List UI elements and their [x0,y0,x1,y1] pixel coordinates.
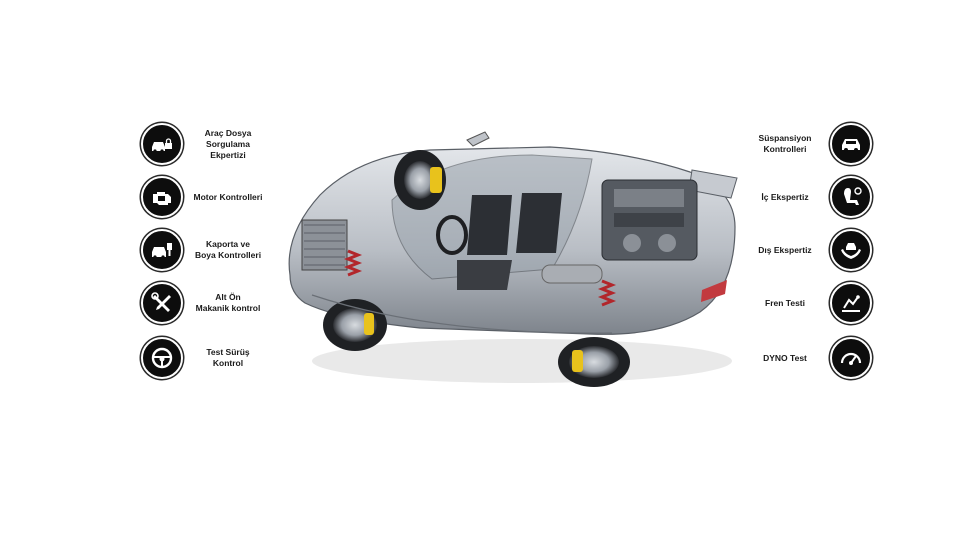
brake-test-icon [830,282,872,324]
engine-icon [141,176,183,218]
service-label: Motor Kontrolleri [193,191,263,202]
car-paint-icon [141,229,183,271]
service-label: İç Ekspertiz [761,191,809,202]
wrench-screwdriver-icon [141,282,183,324]
service-test-surus[interactable]: Test Sürüş Kontrol [141,337,265,379]
service-suspansiyon[interactable]: Süspansiyon Kontrolleri [748,123,872,165]
service-label: Araç Dosya Sorgulama Ekpertizi [204,127,252,160]
service-ic-ekspertiz[interactable]: İç Ekspertiz [748,176,872,218]
service-dyno-test[interactable]: DYNO Test [748,337,872,379]
hands-car-icon [830,229,872,271]
service-label: Test Sürüş Kontrol [206,347,250,368]
car-cutaway-illustration [288,131,738,387]
car-suspension-icon [830,123,872,165]
service-label: Fren Testi [765,297,805,308]
speedometer-icon [830,337,872,379]
service-label: Dış Ekspertiz [758,244,812,255]
service-kaporta[interactable]: Kaporta ve Boya Kontrolleri [141,229,265,271]
car-file-lock-icon [141,123,183,165]
service-alt-on[interactable]: Alt Ön Makanik kontrol [141,282,265,324]
service-motor[interactable]: Motor Kontrolleri [141,176,265,218]
service-label: Kaporta ve Boya Kontrolleri [194,239,262,260]
service-label: Süspansiyon Kontrolleri [758,133,812,154]
service-dis-ekspertiz[interactable]: Dış Ekspertiz [748,229,872,271]
service-arac-dosya[interactable]: Araç Dosya Sorgulama Ekpertizi [141,123,265,165]
steering-wheel-icon [141,337,183,379]
service-label: Alt Ön Makanik kontrol [195,292,261,313]
service-fren-testi[interactable]: Fren Testi [748,282,872,324]
service-label: DYNO Test [763,352,807,363]
car-seat-icon [830,176,872,218]
